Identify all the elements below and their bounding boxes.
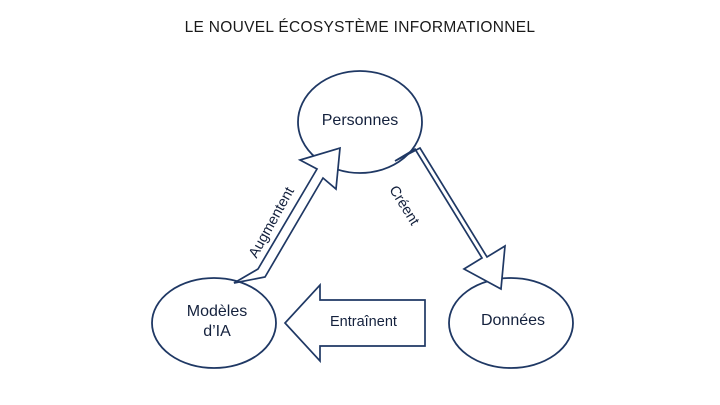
edge-label-entrainent: Entraînent: [330, 314, 397, 330]
page-title: LE NOUVEL ÉCOSYSTÈME INFORMATIONNEL: [184, 19, 536, 36]
node-personnes[interactable]: [297, 70, 423, 174]
node-modeles-dia[interactable]: [151, 277, 277, 369]
arrow-augmentent: [233, 146, 341, 284]
arrow-creent: [394, 146, 507, 291]
arrow-entrainent: [283, 282, 426, 364]
node-donnees[interactable]: [448, 277, 574, 369]
